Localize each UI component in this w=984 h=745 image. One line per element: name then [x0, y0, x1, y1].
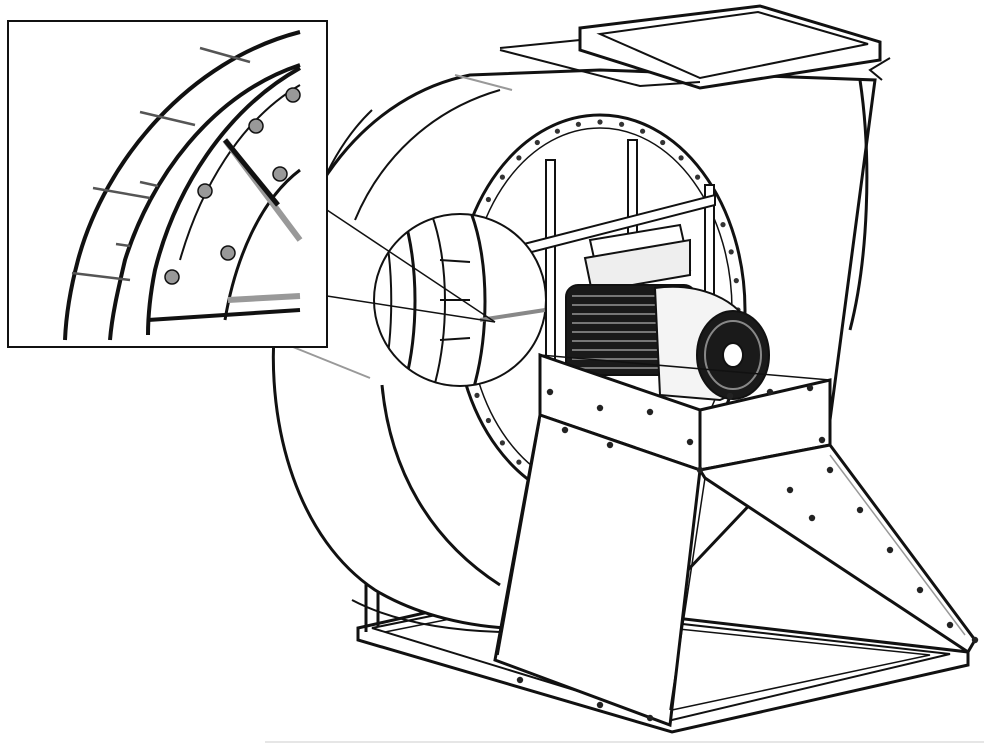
pedestal-bolt [916, 586, 924, 594]
pedestal-bolt [766, 388, 774, 396]
flange-bolt [728, 249, 734, 255]
pedestal-bolt [686, 438, 694, 446]
flange-bolt [516, 459, 522, 465]
flange-bolt [575, 121, 582, 127]
pedestal-bolt [596, 701, 604, 709]
pedestal-bolts [516, 384, 979, 722]
flange-bolt [695, 174, 701, 180]
flange-bolt [485, 417, 491, 424]
flange-bolt [499, 440, 505, 446]
pedestal-bolt [546, 388, 554, 396]
flange-bolt [720, 222, 726, 228]
flange-bolt [499, 174, 505, 180]
motor-pedestal [493, 352, 977, 728]
flange-bolt [660, 139, 666, 146]
pedestal-bolt [818, 436, 826, 444]
flange-bolt [640, 128, 646, 134]
flange-bolt [554, 128, 561, 134]
pedestal-bolt [596, 404, 604, 412]
pedestal-bolt [856, 506, 864, 514]
flange-bolt [534, 139, 540, 146]
outlet-duct [499, 4, 891, 90]
flange-bolt [733, 278, 739, 284]
pedestal-bolt [786, 486, 794, 494]
pedestal-bolt [646, 714, 654, 722]
pedestal-bolt [726, 392, 734, 400]
flange-bolt [474, 392, 480, 398]
flange-bolt [678, 155, 684, 161]
pedestal-bolt [826, 466, 834, 474]
flange-bolt [597, 119, 603, 125]
pedestal-bolt [561, 426, 569, 434]
pedestal-bolt [696, 466, 704, 474]
pedestal-bolt [516, 676, 524, 684]
pedestal-bolt [808, 514, 816, 522]
electric-motor [565, 223, 770, 402]
pedestal-bolt [886, 546, 894, 554]
pedestal-bolt [946, 621, 954, 629]
motor-cooling-fins [572, 295, 660, 369]
pedestal-bolt [646, 408, 654, 416]
pedestal-bolt [971, 636, 979, 644]
detail-inset [7, 20, 328, 348]
callout-lines [326, 209, 496, 323]
pedestal-bolt [606, 441, 614, 449]
pedestal-bolt [806, 384, 814, 392]
flange-bolt [619, 121, 625, 127]
flange-bolt [485, 196, 491, 203]
flange-bolt [516, 155, 522, 161]
magnifier-lens [373, 213, 547, 387]
